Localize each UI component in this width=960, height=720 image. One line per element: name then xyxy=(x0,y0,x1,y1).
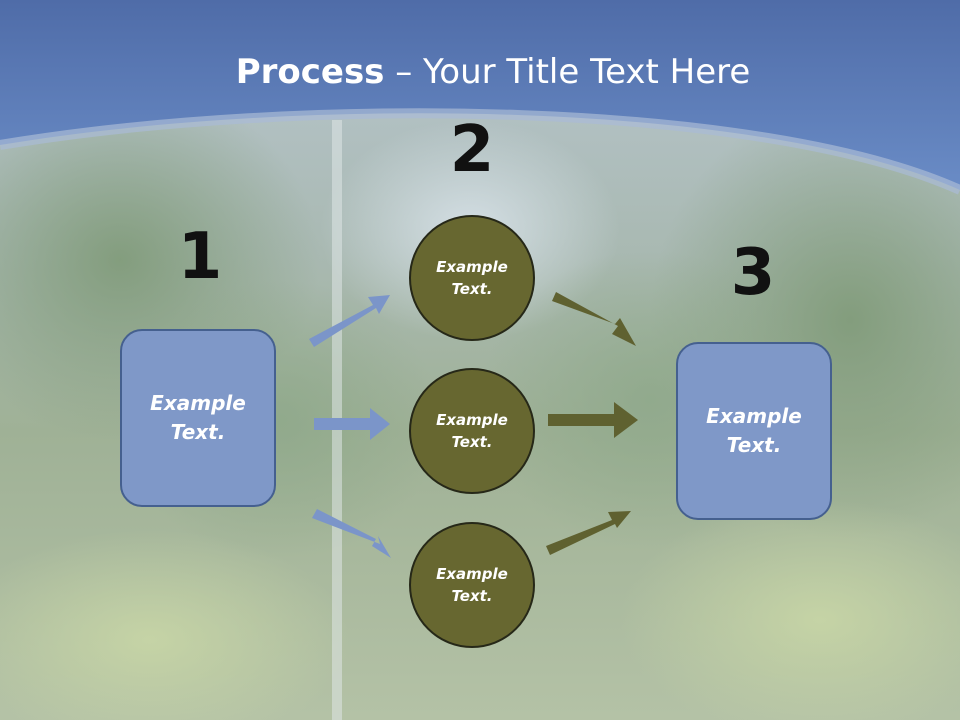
circle-middle: Example Text. xyxy=(409,368,535,494)
step-number-1: 1 xyxy=(177,220,223,294)
step-number-3: 3 xyxy=(730,236,776,310)
arrow-from-bottom-circle xyxy=(546,511,631,555)
title-rest: – Your Title Text Here xyxy=(384,52,751,92)
circle-bottom: Example Text. xyxy=(409,522,535,648)
title-bold: Process xyxy=(235,52,385,92)
arrow-from-top-circle xyxy=(552,292,636,346)
arrow-to-top-circle xyxy=(309,295,390,347)
right-box: Example Text. xyxy=(676,342,832,520)
slide-title: Process – Your Title Text Here xyxy=(0,52,960,92)
circle-top: Example Text. xyxy=(409,215,535,341)
step-number-2: 2 xyxy=(449,113,495,187)
left-box: Example Text. xyxy=(120,329,276,507)
arrow-to-middle-circle xyxy=(314,408,390,440)
arrow-from-middle-circle xyxy=(548,402,638,438)
arrow-to-bottom-circle xyxy=(312,509,391,558)
